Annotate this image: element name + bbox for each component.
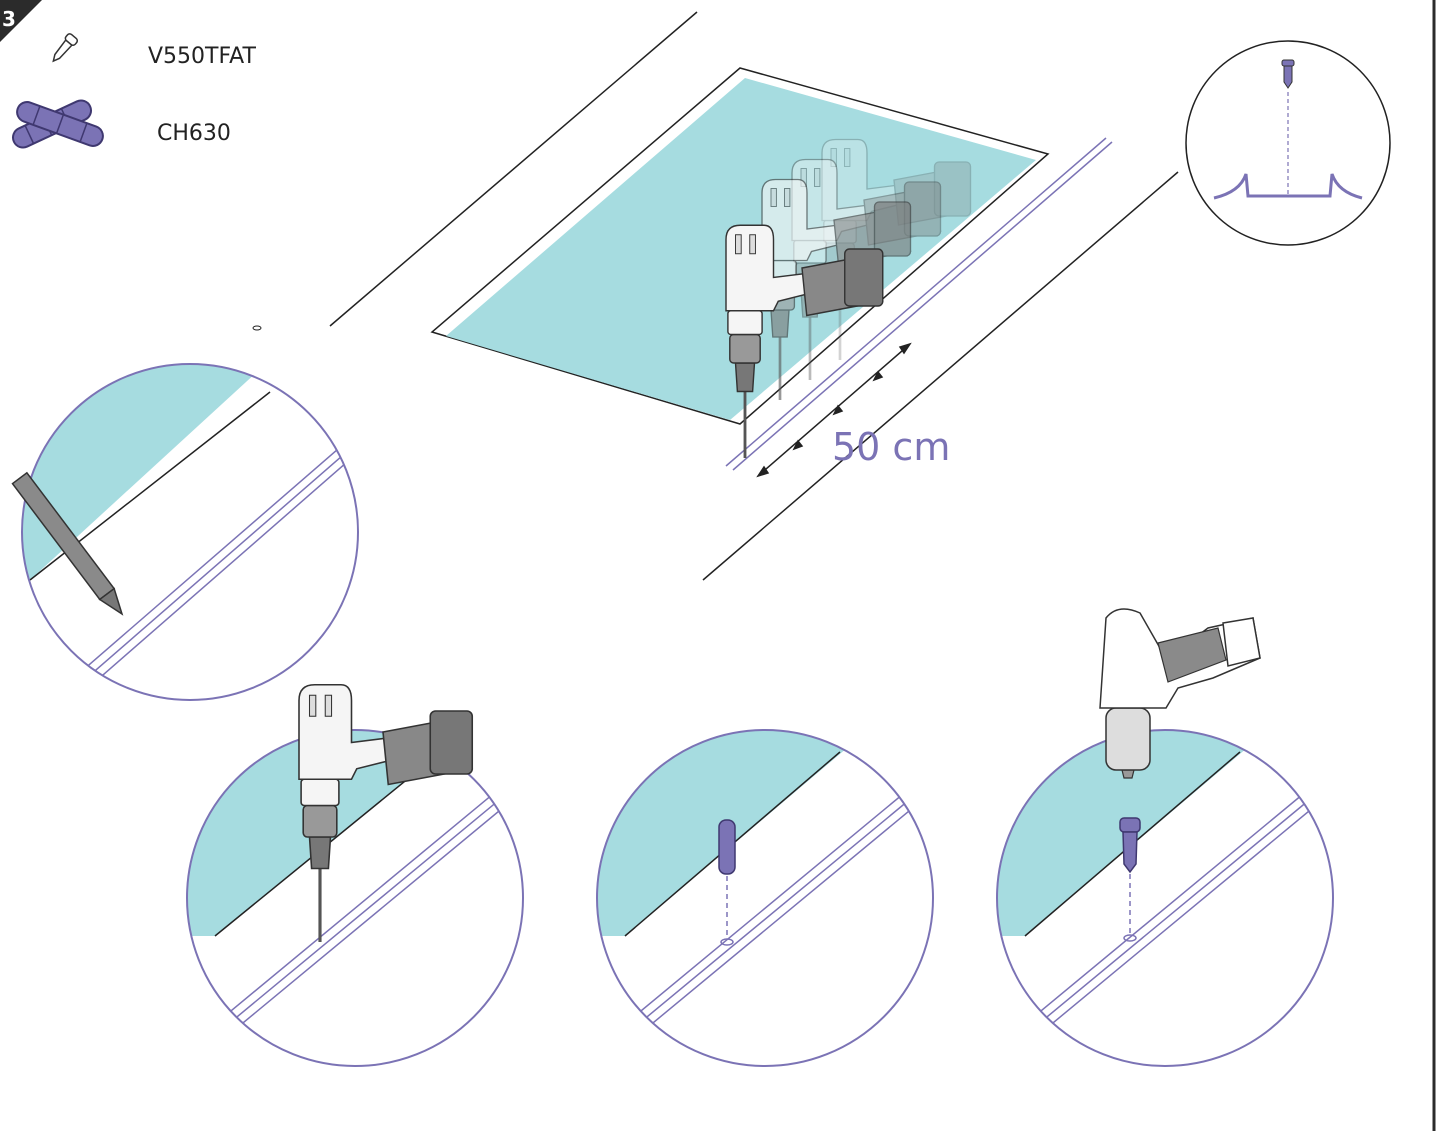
- detail-drilling-circle: [180, 685, 523, 1066]
- detail-profile-circle: [1186, 41, 1390, 245]
- step-badge: 3: [0, 0, 42, 42]
- parts-list: V550TFAT CH630: [10, 33, 257, 151]
- screw-icon: [49, 33, 79, 65]
- part-code-screw: V550TFAT: [148, 44, 256, 69]
- detail-marking-circle: [0, 360, 370, 702]
- spacing-label: 50 cm: [832, 425, 950, 469]
- small-marker: [253, 326, 261, 330]
- detail-plug-circle: [590, 720, 933, 1066]
- wall-plug-icon: [10, 97, 106, 151]
- drill-icon: [299, 685, 472, 942]
- detail-screwing-circle: [990, 720, 1333, 1066]
- part-code-wall-plug: CH630: [157, 121, 231, 146]
- wall-plug-insert-icon: [719, 820, 735, 945]
- screw-insert-icon: [1120, 818, 1140, 941]
- main-scene: 50 cm: [253, 12, 1178, 580]
- drill-sequence: [726, 139, 971, 458]
- step-number: 3: [2, 7, 16, 31]
